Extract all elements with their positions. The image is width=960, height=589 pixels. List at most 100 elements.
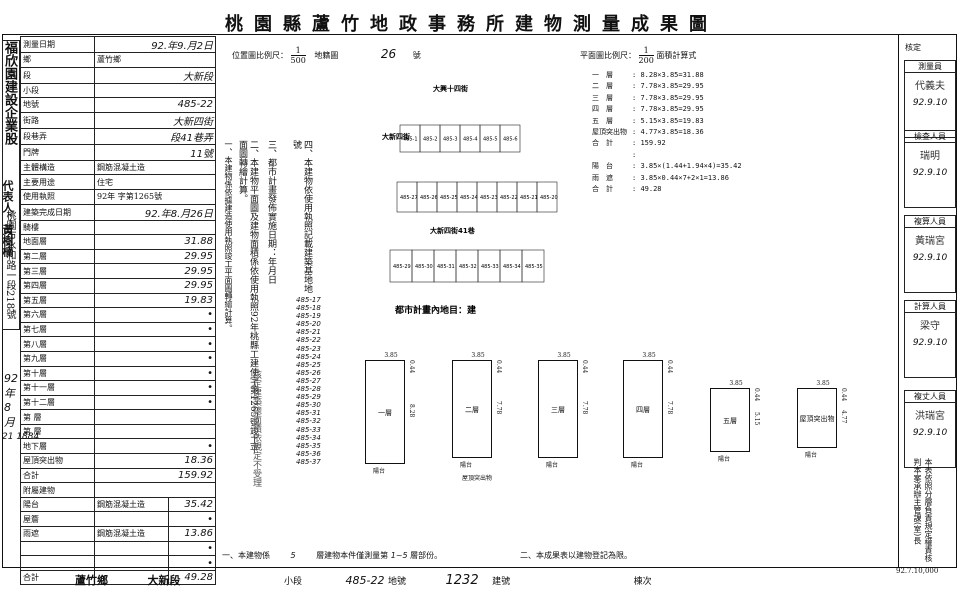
floor-name: 地面層 bbox=[20, 234, 95, 250]
lot-list-item: 485-31 bbox=[296, 409, 321, 418]
bottom-township: 蘆竹鄉 bbox=[75, 574, 108, 587]
lot-parcel-label: 485-21 bbox=[520, 195, 538, 201]
lot-parcel-label: 485-20 bbox=[540, 195, 558, 201]
annex-area: 35.42 bbox=[168, 496, 216, 513]
annex-struct bbox=[94, 555, 169, 571]
lot-list-item: 485-24 bbox=[296, 352, 321, 361]
floor-area: • bbox=[94, 336, 216, 352]
approval-date: 92.9.10 bbox=[912, 428, 948, 438]
subsection-label: 小段 bbox=[20, 82, 95, 99]
lot-parcel-label: 485-22 bbox=[500, 195, 518, 201]
completion: 92.年8.月26日 bbox=[94, 203, 216, 221]
approval-stamp: 代義夫 bbox=[915, 81, 945, 92]
lot-parcel-label: 485-2 bbox=[423, 137, 438, 143]
lot-parcel-label: 485-30 bbox=[415, 264, 433, 270]
floor-area: 18.36 bbox=[94, 453, 216, 469]
annex-name: 陽台 bbox=[20, 496, 95, 513]
floor-plan-outline: 三層 bbox=[538, 360, 578, 458]
floor-name: 第十一層 bbox=[20, 380, 95, 396]
lot-list-item: 485-37 bbox=[296, 457, 321, 466]
lot-list-item: 485-26 bbox=[296, 368, 321, 377]
lot: 485-22 bbox=[94, 97, 216, 113]
applicant-name: 代表人：黃樹楠 bbox=[1, 180, 14, 257]
lot-list-item: 485-17 bbox=[296, 296, 321, 304]
floor-area: • bbox=[94, 307, 216, 323]
annex-name: 屋簷 bbox=[20, 511, 95, 528]
lot-parcel bbox=[521, 249, 545, 283]
lot-list-item: 485-30 bbox=[296, 401, 321, 410]
section-label: 段 bbox=[20, 66, 95, 84]
street: 大新四街 bbox=[94, 111, 216, 129]
applicant-company: 福欣園建設企業股 bbox=[2, 41, 17, 145]
note-2: 二、本建物平面圖及建物面積係依使用執照92年桃縣工建使字第1265號竣工平面圖轉… bbox=[237, 140, 258, 454]
lot-label: 地號 bbox=[20, 97, 95, 113]
floor-plan-outline: 二層 bbox=[452, 360, 492, 458]
annex-name bbox=[20, 540, 95, 557]
township: 蘆竹鄉 bbox=[94, 52, 216, 68]
permit-label: 使用執照 bbox=[20, 188, 95, 205]
lane: 段41巷弄 bbox=[94, 127, 216, 145]
lot-parcel bbox=[499, 124, 521, 153]
annex-area: • bbox=[168, 511, 216, 528]
footer-note-2: 二、本成果表以建物登記為限。 bbox=[520, 551, 632, 560]
bottom-building-no: 1232 bbox=[445, 573, 479, 588]
annex-struct bbox=[94, 511, 169, 528]
approval-entry: 複算人員 黃瑞宮 92.9.10 bbox=[904, 215, 956, 293]
lot-parcel-label: 485-1 bbox=[403, 137, 418, 143]
approval-entry: 複丈人員 洪瑞宮 92.9.10 bbox=[904, 390, 956, 468]
annex-area: • bbox=[168, 555, 216, 571]
lot-list-item: 485-21 bbox=[296, 328, 321, 337]
floor-name: 騎樓 bbox=[20, 219, 95, 236]
lot-parcel-label: 485-34 bbox=[503, 264, 521, 270]
floor-area: • bbox=[94, 394, 216, 411]
approval-stamp: 梁守 bbox=[920, 321, 940, 332]
floor-name: 合計 bbox=[20, 467, 95, 484]
floor-area: • bbox=[94, 380, 216, 396]
annex-struct: 鋼筋混凝土造 bbox=[94, 526, 169, 542]
calc-row: 一 層: 8.28×3.85=31.88 bbox=[592, 71, 704, 79]
plan-scale: 平面圖比例尺： 1 200 面積計算式 bbox=[580, 46, 697, 65]
approval-stamp: 黃瑞宮 bbox=[915, 236, 945, 247]
road-bottom-label: 大新四街41巷 bbox=[430, 226, 476, 235]
floor-plan: 3.85 屋頂突出物 4.77 0.44 陽台 bbox=[797, 380, 849, 460]
calc-row: 四 層: 7.78×3.85=29.95 bbox=[592, 105, 704, 114]
lot-parcel-label: 485-35 bbox=[525, 264, 543, 270]
completion-label: 建築完成日期 bbox=[20, 203, 95, 221]
approval-column bbox=[898, 34, 957, 568]
applicant-column: 福欣園建設企業股 bbox=[2, 40, 20, 330]
use: 住宅 bbox=[94, 174, 216, 190]
survey-date: 92.年9.月2日 bbox=[94, 36, 216, 53]
floor-plan-outline: 五層 bbox=[710, 388, 750, 452]
floor-plan-outline: 一層 bbox=[365, 360, 405, 464]
lot-list-item: 485-23 bbox=[296, 344, 321, 353]
approval-date: 92.9.10 bbox=[912, 98, 948, 108]
document-title: 桃園縣蘆竹地政事務所建物測量成果圖 bbox=[225, 14, 718, 35]
lot-list-item: 485-27 bbox=[296, 376, 321, 385]
floor-name: 第六層 bbox=[20, 307, 95, 323]
zoning-label: 都市計畫內地目：建 bbox=[394, 304, 477, 316]
floor-plan: 3.85 五層 5.15 0.44 陽台 bbox=[710, 380, 762, 464]
calc-row: 合 計: 159.92 bbox=[592, 139, 666, 148]
floor-name: 第三層 bbox=[20, 263, 95, 279]
structure: 鋼筋混凝土造 bbox=[94, 159, 216, 176]
lot-parcel-label: 485-33 bbox=[481, 264, 499, 270]
floor-name: 第八層 bbox=[20, 336, 95, 352]
approval-disclaimer: 本表依照分層負責規定權責核判本案承辦主管課(室)長 bbox=[913, 458, 933, 562]
lot-list-item: 485-34 bbox=[296, 433, 321, 442]
annex-name: 合計 bbox=[20, 569, 95, 586]
lot-list-item: 485-22 bbox=[296, 336, 321, 345]
floor-area bbox=[94, 219, 216, 236]
lot-parcel-label: 485-25 bbox=[440, 195, 458, 201]
floor-area: 29.95 bbox=[94, 263, 216, 279]
floor-area bbox=[94, 409, 216, 425]
lot-list-item: 485-33 bbox=[296, 425, 321, 434]
lot-list-item: 485-19 bbox=[296, 312, 321, 321]
floor-area: • bbox=[94, 438, 216, 455]
footer-note-1: 一、本建物係 5 層建物本件僅測量第 1~5 層部份。 bbox=[222, 551, 443, 560]
floor-name: 第二層 bbox=[20, 248, 95, 265]
